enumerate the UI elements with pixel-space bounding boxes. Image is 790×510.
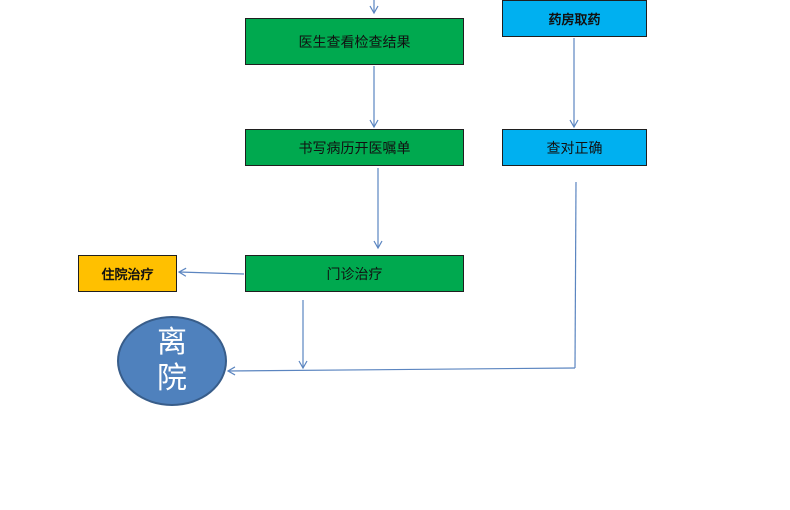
arrow-outpatient-to-inpatient (177, 267, 245, 277)
node-pharmacy-pickup: 药房取药 (502, 0, 647, 37)
node-verify-correct: 查对正确 (502, 129, 647, 166)
node-discharge-circle: 离 院 (117, 316, 227, 406)
discharge-char-2: 院 (157, 361, 187, 396)
node-check-results: 医生查看检查结果 (245, 18, 464, 65)
arrow-to-discharge (226, 366, 576, 376)
line-verify-down (574, 181, 577, 369)
node-write-record-orders: 书写病历开医嘱单 (245, 129, 464, 166)
discharge-char-1: 离 (157, 325, 187, 360)
node-inpatient-treatment: 住院治疗 (78, 255, 177, 292)
node-outpatient-treatment: 门诊治疗 (245, 255, 464, 292)
